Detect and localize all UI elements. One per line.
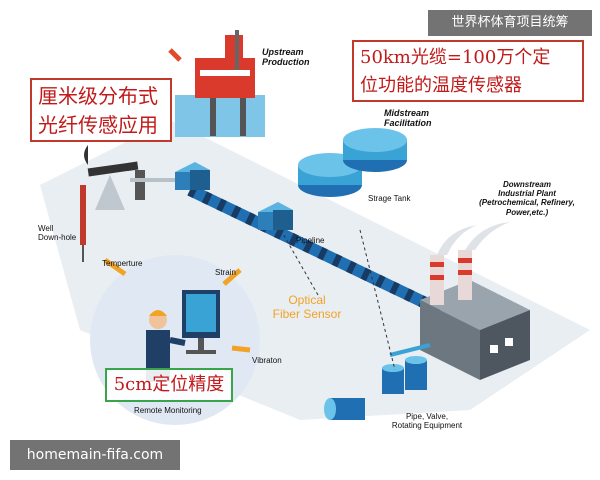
fiber-leader-line bbox=[281, 231, 319, 296]
watermark-top: 世界杯体育项目统筹 bbox=[428, 10, 592, 36]
optical-fiber-label: Optical Fiber Sensor bbox=[262, 293, 352, 322]
vibration-label: Vibraton bbox=[252, 356, 282, 365]
strain-label: Strain bbox=[215, 268, 236, 277]
temperature-label: Temperture bbox=[102, 259, 143, 268]
monitor-icon bbox=[182, 290, 220, 354]
valve-equipment-icon bbox=[324, 343, 431, 420]
midstream-label-line2: Facilitation bbox=[384, 118, 432, 129]
upstream-label-line2: Production bbox=[262, 57, 310, 68]
equipment-label: Pipe, Valve, Rotating Equipment bbox=[382, 412, 472, 430]
junction-box-icon bbox=[175, 162, 293, 230]
storage-tank-label: Strage Tank bbox=[368, 194, 411, 203]
well-label-line2: Down-hole bbox=[38, 233, 77, 243]
equipment-label-line2: Rotating Equipment bbox=[391, 421, 463, 431]
industrial-plant-icon bbox=[420, 222, 530, 380]
watermark-bottom: homemain-fifa.com bbox=[10, 440, 180, 470]
downstream-label-line1: Downstream bbox=[502, 180, 551, 189]
callout-precision: 5cm定位精度 bbox=[105, 368, 233, 402]
downstream-label: Downstream Industrial Plant (Petrochemic… bbox=[462, 180, 592, 217]
callout-right: 50km光缆=100万个定 位功能的温度传感器 bbox=[352, 40, 584, 102]
callout-left: 厘米级分布式 光纤传感应用 bbox=[30, 78, 172, 142]
callout-precision-text: 5cm定位精度 bbox=[113, 374, 225, 395]
downstream-label-line3: (Petrochemical, Refinery, bbox=[479, 198, 575, 208]
midstream-label-line1: Midstream bbox=[384, 108, 430, 118]
well-label: Well Down-hole bbox=[38, 224, 76, 242]
main-pipeline bbox=[130, 178, 443, 316]
downstream-label-line4: Power,etc.) bbox=[505, 207, 549, 217]
optical-fiber-label-line2: Fiber Sensor bbox=[272, 306, 342, 321]
upstream-label: Upstream Production bbox=[262, 47, 310, 68]
storage-tank-icon bbox=[298, 128, 407, 197]
callout-right-line1: 50km光缆=100万个定 bbox=[360, 47, 551, 68]
optical-fiber-label-line1: Optical bbox=[288, 293, 326, 307]
offshore-platform-icon bbox=[168, 30, 265, 137]
pipe-leader-line bbox=[359, 229, 396, 371]
equipment-label-line1: Pipe, Valve, bbox=[405, 412, 449, 421]
upstream-label-line1: Upstream bbox=[262, 47, 304, 57]
remote-monitoring-label: Remote Monitoring bbox=[134, 406, 202, 415]
pump-jack-icon bbox=[80, 145, 145, 262]
well-label-line1: Well bbox=[38, 224, 54, 233]
callout-left-line1: 厘米级分布式 bbox=[38, 84, 158, 108]
midstream-label: Midstream Facilitation bbox=[384, 108, 432, 129]
pipeline-label: Pipeline bbox=[296, 236, 325, 245]
callout-right-line2: 位功能的温度传感器 bbox=[360, 75, 522, 96]
downstream-label-line2: Industrial Plant bbox=[498, 189, 556, 199]
callout-left-line2: 光纤传感应用 bbox=[38, 113, 158, 137]
